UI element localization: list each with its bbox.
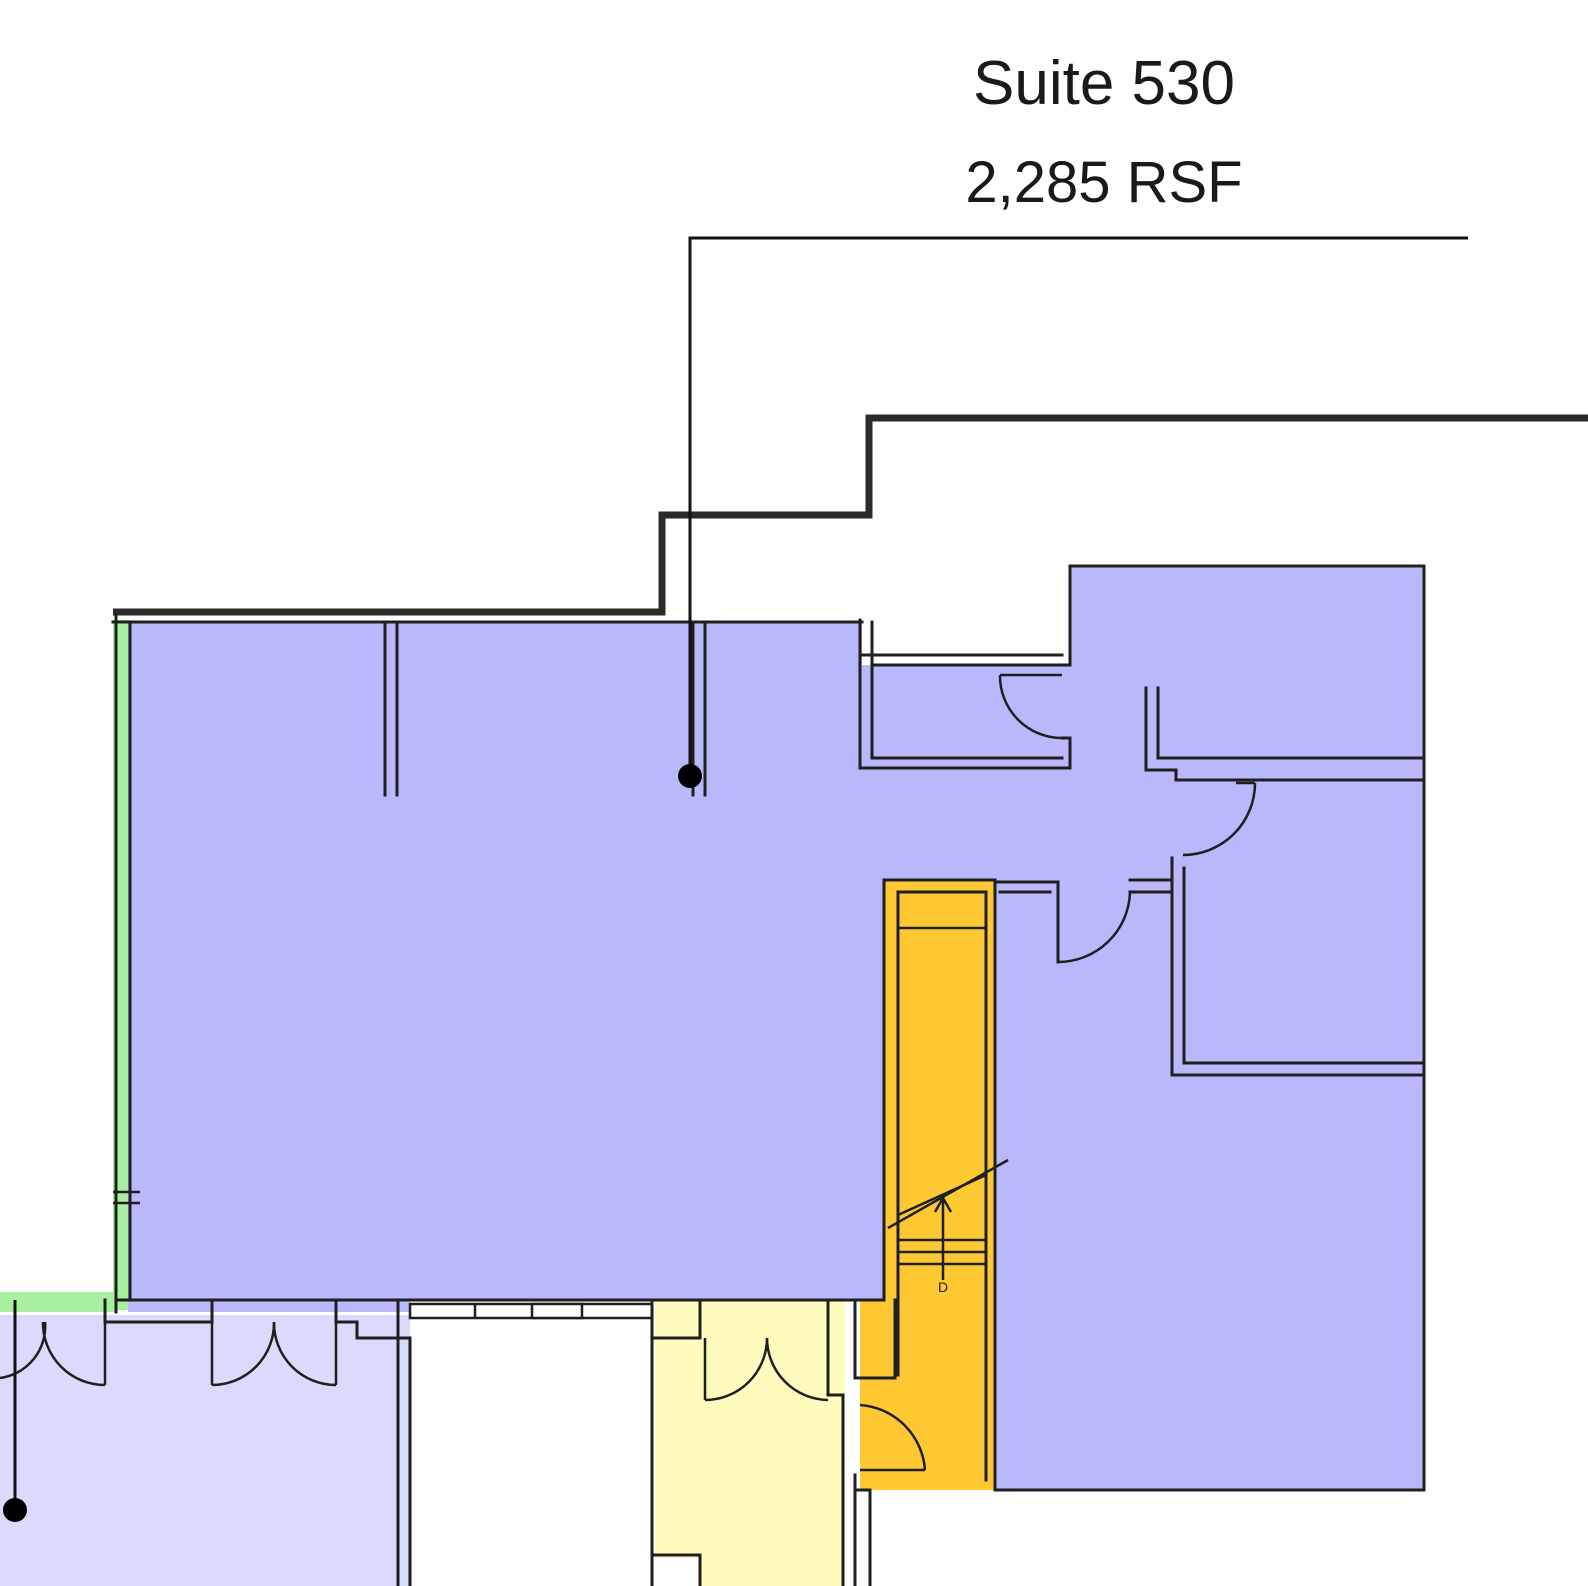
wall-corridor-right — [826, 1298, 845, 1586]
wall-top-north — [113, 414, 1588, 616]
wall-bottom-lower-2 — [334, 1298, 412, 1586]
door-corridor-double-2 — [765, 1337, 829, 1402]
leader-dot-adjacent-icon — [3, 1498, 27, 1522]
wall-hall-top — [993, 880, 1060, 964]
wall-right-room-1b — [1156, 686, 1426, 760]
wall-right-room-1 — [1144, 686, 1426, 782]
suite-area-label: 2,285 RSF — [965, 150, 1242, 215]
wall-small-room-inner — [870, 620, 1064, 760]
stair-direction-mark: D — [938, 1279, 948, 1295]
wall-corridor-right-b — [853, 1298, 897, 1380]
suite-530-area — [128, 566, 1424, 1490]
door-small-room — [998, 674, 1063, 740]
wall-stair-inner — [896, 890, 988, 1482]
corridor-area — [655, 1300, 845, 1586]
door-stair-exit — [859, 1403, 927, 1471]
suite-name-label: Suite 530 — [973, 49, 1235, 118]
door-mid-double-2 — [272, 1321, 337, 1387]
wall-stair-outer — [882, 878, 997, 1492]
door-mid-double-1 — [211, 1321, 276, 1387]
wall-bottom-lower — [103, 1298, 214, 1324]
wall-right-room-2-jamb — [1128, 878, 1174, 894]
leader-dot-icon — [678, 764, 702, 788]
adjacent-suite-area — [0, 1315, 410, 1586]
stair-cut-line — [887, 1158, 1009, 1230]
wall-bottom-suite — [114, 1298, 886, 1314]
wall-small-room — [858, 618, 1072, 770]
leader-line-suite — [688, 236, 1468, 776]
wall-right-room-2b — [1182, 866, 1426, 1065]
wall-corridor-right-d — [853, 1488, 872, 1586]
arrow-up-icon — [933, 1195, 953, 1213]
door-left-double-2 — [41, 1321, 106, 1387]
wall-corridor-bottom — [650, 1553, 702, 1586]
wall-right-room-2 — [1170, 856, 1426, 1077]
green-strip — [0, 1292, 115, 1312]
window-pane — [530, 1302, 584, 1320]
door-right-room-1 — [1182, 782, 1257, 857]
wall-small-room-top2 — [870, 564, 1426, 1492]
door-corridor-double-1 — [704, 1337, 769, 1402]
door-left-double-1 — [0, 1321, 47, 1380]
wall-corridor-left-b — [650, 1298, 702, 1340]
door-hall — [1057, 891, 1132, 964]
